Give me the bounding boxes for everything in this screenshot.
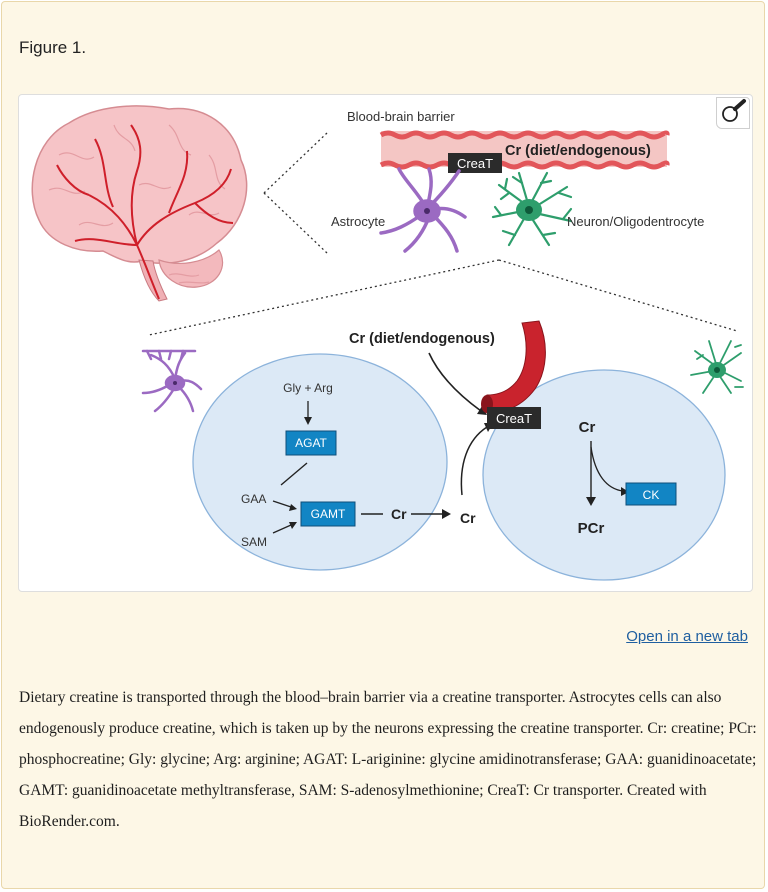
diagram-svg: Blood-brain barrier CreaT Cr (diet/endog…: [31, 105, 744, 581]
agat-link: [280, 462, 308, 486]
figure-title: Figure 1.: [19, 38, 87, 57]
blood-vessel: [379, 130, 670, 170]
top-cr-source-label: Cr (diet/endogenous): [505, 143, 651, 159]
neuron-label: Neuron/Oligodentrocyte: [567, 214, 704, 229]
top-creat-box: [448, 153, 502, 173]
agat-box: [285, 430, 337, 456]
ck-label: CK: [643, 488, 660, 502]
gaa-label: GAA: [241, 492, 266, 506]
open-in-new-tab-link[interactable]: Open in a new tab: [626, 628, 748, 645]
arrow-sam: [272, 524, 292, 534]
zoom-lines-bottom: [148, 259, 738, 336]
neuron-cr-label: Cr: [579, 419, 596, 436]
astrocyte-cell: [192, 353, 448, 571]
magnify-icon: [722, 99, 746, 122]
ck-box: [625, 482, 677, 506]
gly-arg-label: Gly + Arg: [283, 381, 333, 395]
arrow-cr-to-creat: [460, 426, 488, 496]
agat-label: AGAT: [295, 436, 327, 450]
bbb-label: Blood-brain barrier: [347, 109, 455, 124]
arrow-gaa: [272, 500, 292, 508]
cr-inside-label: Cr: [391, 506, 407, 522]
neuron-cell: [482, 369, 726, 581]
cr-source-label: Cr (diet/endogenous): [349, 331, 495, 347]
astrocyte-label: Astrocyte: [331, 214, 385, 229]
gamt-box: [300, 501, 356, 527]
creat-label: CreaT: [496, 411, 532, 426]
brain-illustration: [31, 105, 248, 302]
astrocyte-icon: [379, 167, 467, 253]
arrow-source-to-creat: [428, 352, 482, 412]
top-creat-label: CreaT: [457, 156, 493, 171]
sam-label: SAM: [241, 535, 267, 549]
cr-outside-label: Cr: [460, 510, 476, 526]
creat-box: [487, 407, 541, 429]
arrow-to-ck: [590, 446, 624, 492]
zoom-lines-top: [263, 132, 328, 254]
pcr-label: PCr: [578, 520, 605, 537]
zoom-button[interactable]: [716, 97, 750, 129]
astrocyte-small-icon: [141, 349, 203, 413]
figure-image[interactable]: Blood-brain barrier CreaT Cr (diet/endog…: [18, 94, 753, 592]
figure-caption: Dietary creatine is transported through …: [19, 689, 757, 830]
gamt-label: GAMT: [311, 507, 346, 521]
